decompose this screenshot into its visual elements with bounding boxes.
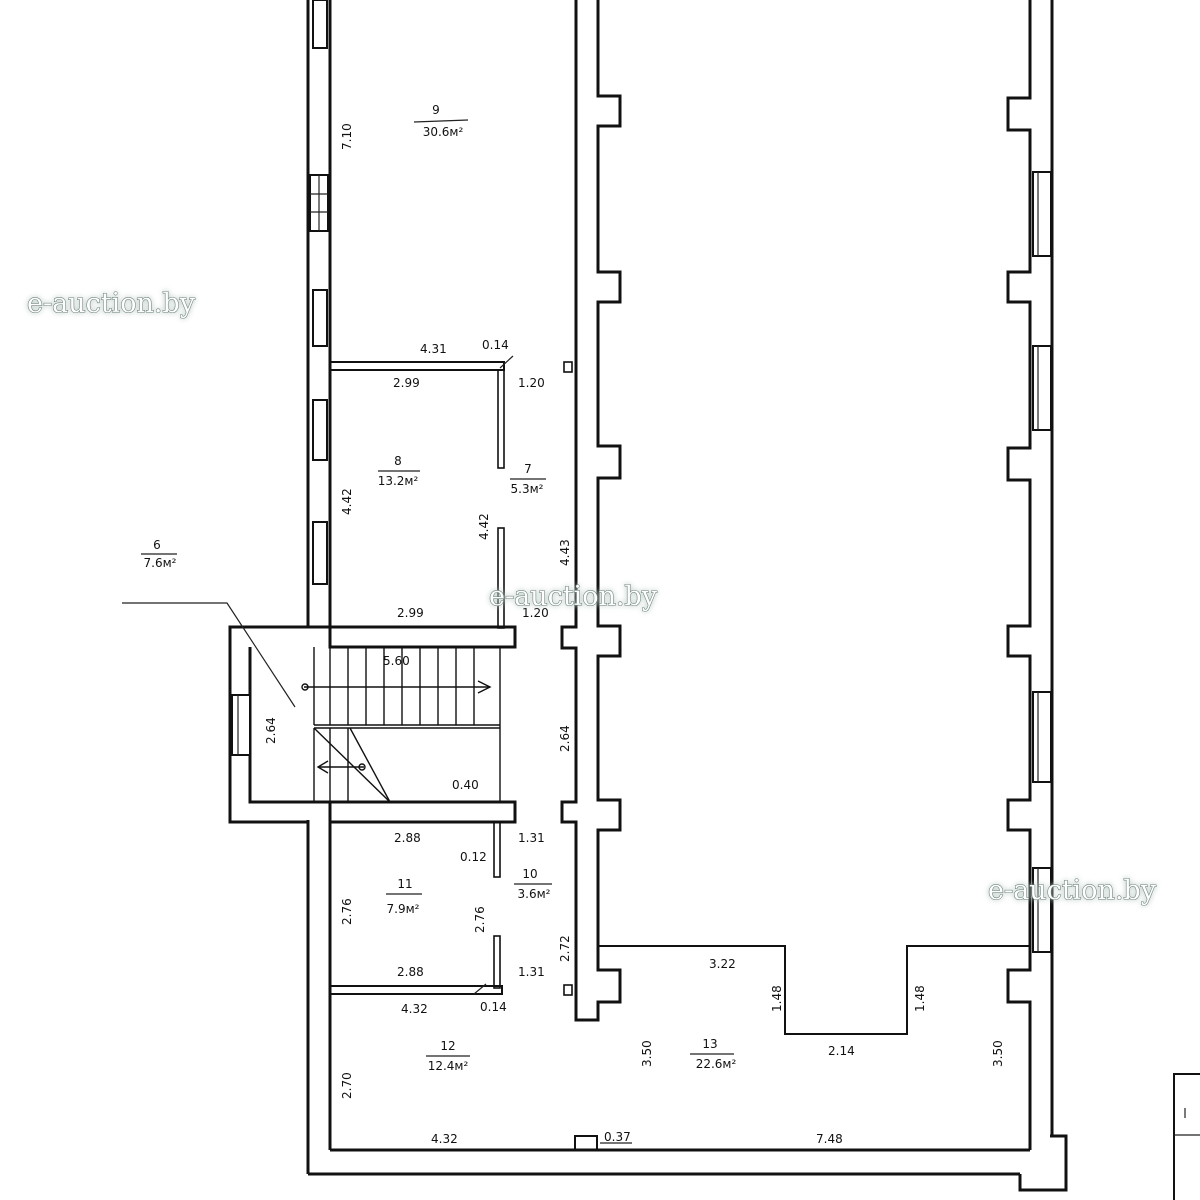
dim-014-bottom: 0.14	[480, 1000, 507, 1014]
room-11-label: 11 7.9м²	[386, 877, 422, 916]
dim-120-top: 1.20	[518, 376, 545, 390]
room-6-number: 6	[153, 538, 161, 552]
staircase	[301, 647, 501, 803]
dim-322: 3.22	[709, 957, 736, 971]
right-wall-windows	[1032, 171, 1052, 953]
vertical-dimension-labels: 7.10 4.42 4.42 4.43 2.64 2.64 2.76 2.76 …	[264, 123, 1005, 1099]
room-12-label: 12 12.4м²	[426, 1039, 470, 1073]
left-exterior-wall	[306, 0, 1068, 1192]
room-13-outline	[598, 945, 1030, 1035]
dim-276-left: 2.76	[340, 898, 354, 925]
dim-148-right: 1.48	[913, 985, 927, 1012]
room-13-label: 13 22.6м²	[690, 1037, 736, 1071]
dim-288-bottom: 2.88	[397, 965, 424, 979]
room-7-label: 7 5.3м²	[510, 462, 546, 496]
room-6-label: 6 7.6м²	[141, 538, 177, 570]
watermark-text: e-auction.by	[489, 581, 658, 612]
room-9-label: 9 30.6м²	[413, 103, 469, 139]
room-11-number: 11	[397, 877, 412, 891]
dim-432-top: 4.32	[401, 1002, 428, 1016]
watermark-text: e-auction.by	[27, 288, 196, 319]
dim-443: 4.43	[558, 539, 572, 566]
dimension-labels: 4.31 0.14 2.99 1.20 2.99 1.20 5.60 0.40 …	[383, 338, 855, 1146]
dim-432-bottom: 4.32	[431, 1132, 458, 1146]
dim-442-left: 4.42	[340, 488, 354, 515]
dim-270: 2.70	[340, 1072, 354, 1099]
room-6-area: 7.6м²	[144, 556, 177, 570]
left-wall-windows	[309, 0, 329, 585]
dim-350-right: 3.50	[991, 1040, 1005, 1067]
dim-288-top: 2.88	[394, 831, 421, 845]
dim-431: 4.31	[420, 342, 447, 356]
central-wall	[560, 0, 622, 1022]
room-11-area: 7.9м²	[387, 902, 420, 916]
dim-299-bottom: 2.99	[397, 606, 424, 620]
dim-014-top: 0.14	[482, 338, 509, 352]
room-7-area: 5.3м²	[511, 482, 544, 496]
dim-272: 2.72	[558, 935, 572, 962]
room-9-number: 9	[432, 103, 440, 117]
dim-012: 0.12	[460, 850, 487, 864]
dim-350-left: 3.50	[640, 1040, 654, 1067]
room-13-number: 13	[702, 1037, 717, 1051]
dim-148-left: 1.48	[770, 985, 784, 1012]
room-7-number: 7	[524, 462, 532, 476]
dim-120-bottom: 1.20	[522, 606, 549, 620]
dim-040: 0.40	[452, 778, 479, 792]
room-9-area: 30.6м²	[423, 125, 464, 139]
dim-214: 2.14	[828, 1044, 855, 1058]
dim-560: 5.60	[383, 654, 410, 668]
dim-037: 0.37	[604, 1130, 631, 1144]
dim-264-wall: 2.64	[558, 725, 572, 752]
title-block-fragment	[1173, 1073, 1200, 1200]
room-8-number: 8	[394, 454, 402, 468]
room-13-area: 22.6м²	[696, 1057, 737, 1071]
dim-264-stair: 2.64	[264, 717, 278, 744]
room-10-area: 3.6м²	[518, 887, 551, 901]
dim-748: 7.48	[816, 1132, 843, 1146]
room-8-label: 8 13.2м²	[378, 454, 420, 488]
dim-442-right: 4.42	[477, 513, 491, 540]
interior-partitions	[329, 355, 598, 1151]
dim-710: 7.10	[340, 123, 354, 150]
room-10-label: 10 3.6м²	[514, 867, 552, 901]
room-12-number: 12	[440, 1039, 455, 1053]
dim-131-bottom: 1.31	[518, 965, 545, 979]
room-8-area: 13.2м²	[378, 474, 419, 488]
room-10-number: 10	[522, 867, 537, 881]
dim-131-top: 1.31	[518, 831, 545, 845]
room-12-area: 12.4м²	[428, 1059, 469, 1073]
dim-276-right: 2.76	[473, 906, 487, 933]
dim-299-top: 2.99	[393, 376, 420, 390]
stairwell-walls	[228, 625, 517, 824]
room-6-leader	[122, 602, 296, 708]
watermark-text: e-auction.by	[988, 875, 1157, 906]
